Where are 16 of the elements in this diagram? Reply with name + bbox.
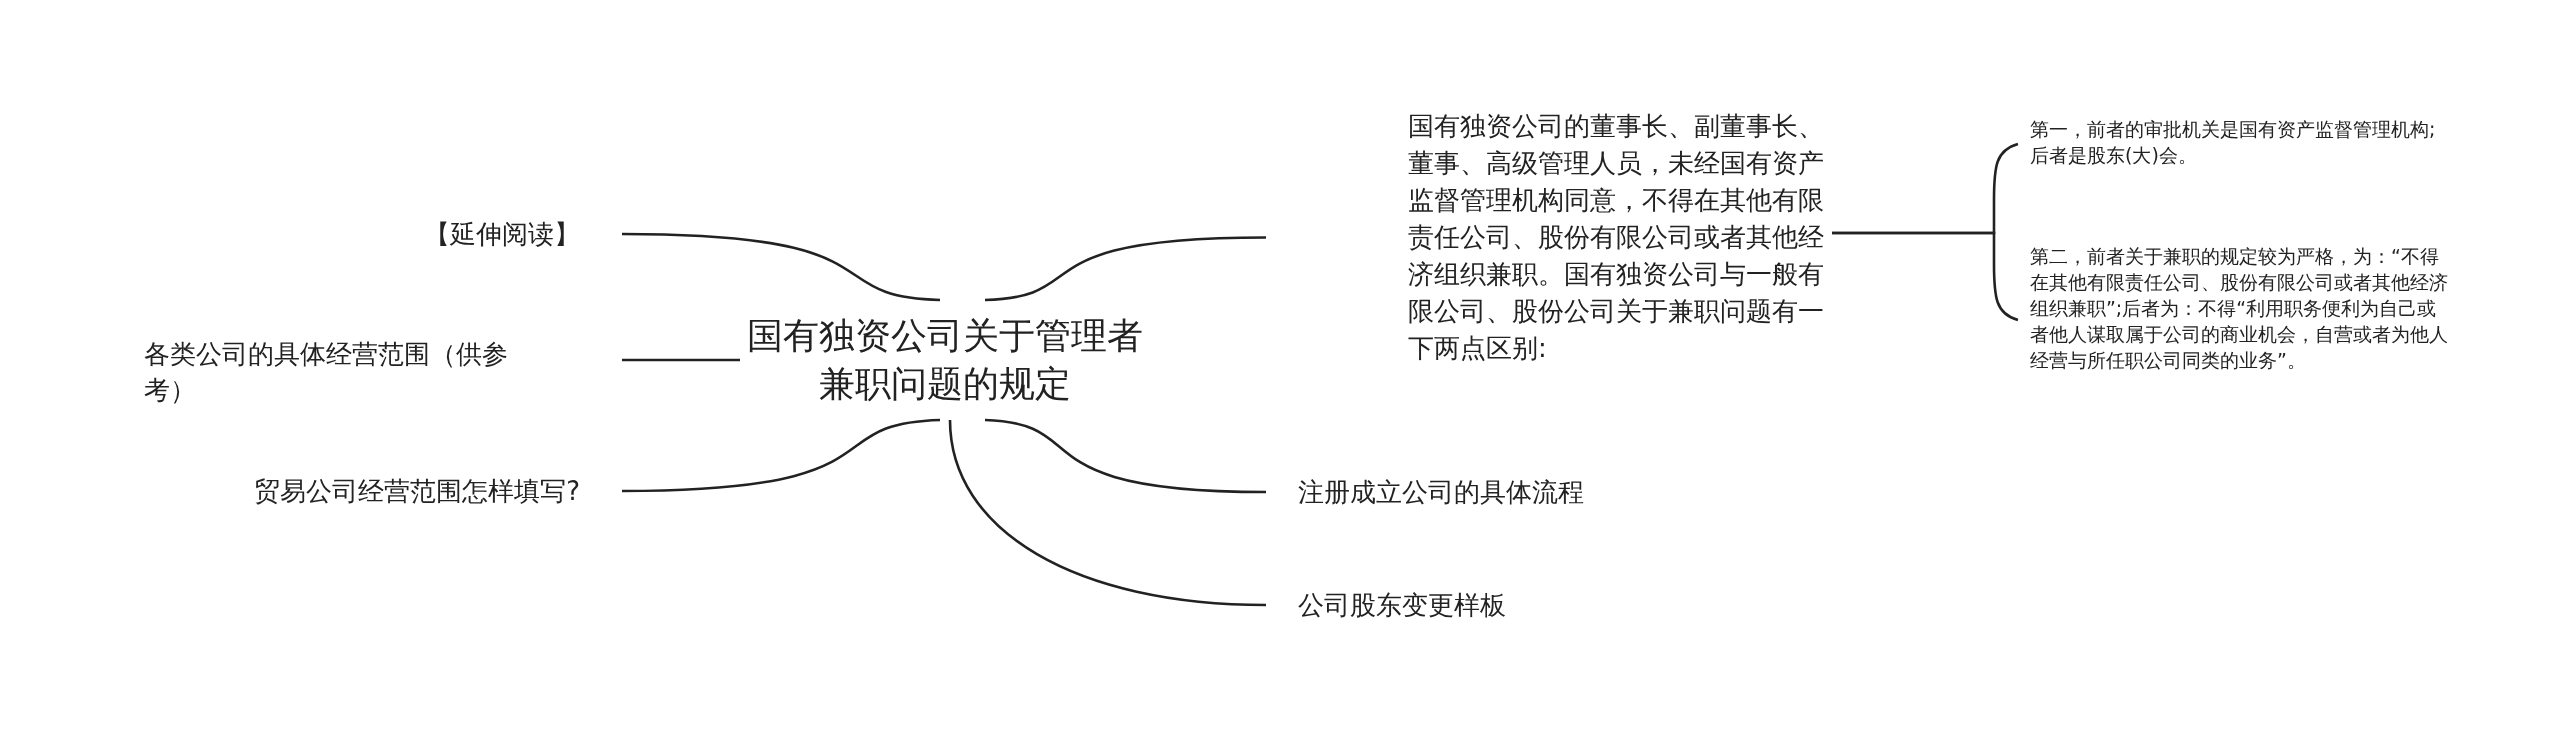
connector-line [621,418,941,493]
branch-text: 公司股东变更样板 [1298,589,1507,622]
note-text: 第一，前者的审批机关是国有资产监督管理机构;后者是股东(大)会。 [2030,117,2437,168]
topic-text: 国有独资公司关于管理者兼职问题的规定 [746,314,1144,406]
brace-connector [1832,231,2019,322]
connector-line [622,358,740,362]
branch-text: 【延伸阅读】 [423,218,580,251]
branch-text: 注册成立公司的具体流程 [1298,476,1585,509]
connector-line [984,236,1267,302]
branch-text: 各类公司的具体经营范围（供参考） [144,338,509,407]
branch-text: 国有独资公司的董事长、副董事长、董事、高级管理人员，未经国有资产监督管理机构同意，不得在其他有限责任公司、股份有限公司或者其他经济组织兼职。国有独资公司与一般有限公司、股份公司关于兼职问题有一下两点区别: [1408,110,1825,365]
connector-line [621,232,941,302]
connector-line [948,419,1267,607]
branch-text: 贸易公司经营范围怎样填写? [253,475,580,508]
connector-line [984,418,1267,494]
note-text: 第二，前者关于兼职的规定较为严格，为：“不得在其他有限责任公司、股份有限公司或者其他经济组织兼职”;后者为：不得“利用职务便利为自己或者他人谋取属于公司的商业机会，自营或者为他人经营与所任职公司同类的业务”。 [2030,244,2449,373]
